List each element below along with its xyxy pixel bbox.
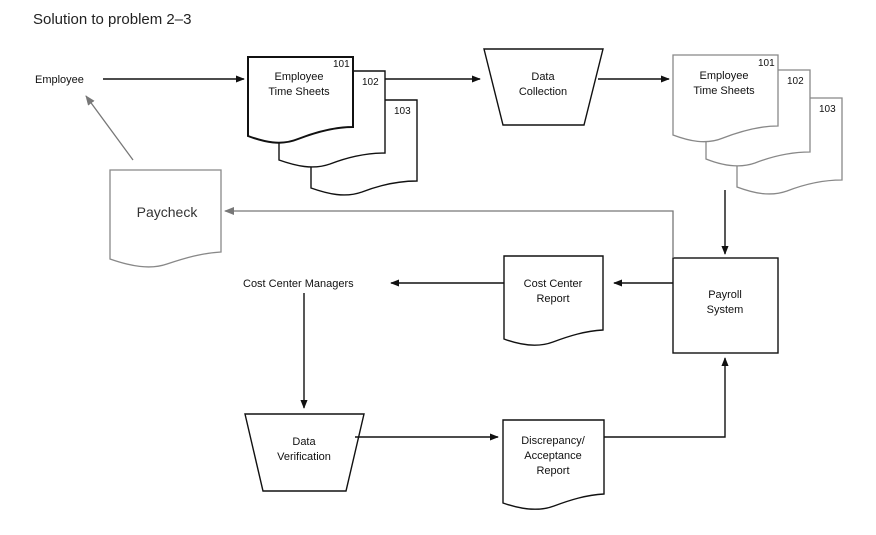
doc-number-101: 101 [333, 59, 350, 70]
diagram-title: Solution to problem 2–3 [33, 11, 191, 28]
data-collection-shape [483, 48, 604, 126]
discrepancy-report-label-line3: Report [536, 465, 569, 477]
arrow-payroll-to-paycheck [224, 207, 674, 258]
discrepancy-report-label-line2: Acceptance [524, 450, 581, 462]
cost-center-managers-label: Cost Center Managers [243, 278, 354, 290]
payroll-system-node: Payroll System [672, 257, 779, 354]
cost-center-report-label-line2: Report [536, 293, 569, 305]
cost-center-report-node: Cost Center Report [503, 255, 604, 346]
document-page-101 [247, 56, 354, 144]
discrepancy-report-label-line1: Discrepancy/ [521, 435, 586, 447]
payroll-system-shape [672, 257, 779, 354]
cost-center-report-shape [503, 255, 604, 346]
employee-label: Employee [35, 74, 84, 86]
time-sheets-a-label-line1: Employee [275, 71, 324, 83]
arrow-discrepancy-report-to-payroll [604, 357, 729, 438]
doc-number-102: 102 [362, 77, 379, 88]
discrepancy-report-node: Discrepancy/ Acceptance Report [502, 419, 605, 510]
doc-number-103: 103 [394, 106, 411, 117]
data-verification-shape [244, 413, 365, 492]
payroll-system-label-line2: System [707, 304, 744, 316]
doc-number-103-b: 103 [819, 104, 836, 115]
time-sheets-document-stack-b: 101 102 103 Employee Time Sheets [672, 54, 843, 195]
data-verification-label-line2: Verification [277, 451, 331, 463]
time-sheets-document-stack-a: 101 102 103 Employee Time Sheets [247, 56, 418, 196]
doc-number-102-b: 102 [787, 76, 804, 87]
data-verification-label-line1: Data [292, 436, 316, 448]
data-verification-node: Data Verification [244, 413, 365, 492]
time-sheets-b-label-line1: Employee [700, 70, 749, 82]
paycheck-shape [109, 169, 222, 268]
doc-number-101-b: 101 [758, 58, 775, 69]
data-collection-label-line1: Data [531, 71, 555, 83]
discrepancy-report-shape [502, 419, 605, 510]
time-sheets-b-label-line2: Time Sheets [693, 85, 755, 97]
time-sheets-a-label-line2: Time Sheets [268, 86, 330, 98]
data-collection-node: Data Collection [483, 48, 604, 126]
data-collection-label-line2: Collection [519, 86, 567, 98]
document-page-101-b [672, 54, 779, 143]
paycheck-document: Paycheck [109, 169, 222, 268]
arrow-paycheck-to-employee [85, 95, 134, 161]
paycheck-label: Paycheck [137, 204, 199, 220]
cost-center-report-label-line1: Cost Center [524, 278, 583, 290]
payroll-system-label-line1: Payroll [708, 289, 742, 301]
